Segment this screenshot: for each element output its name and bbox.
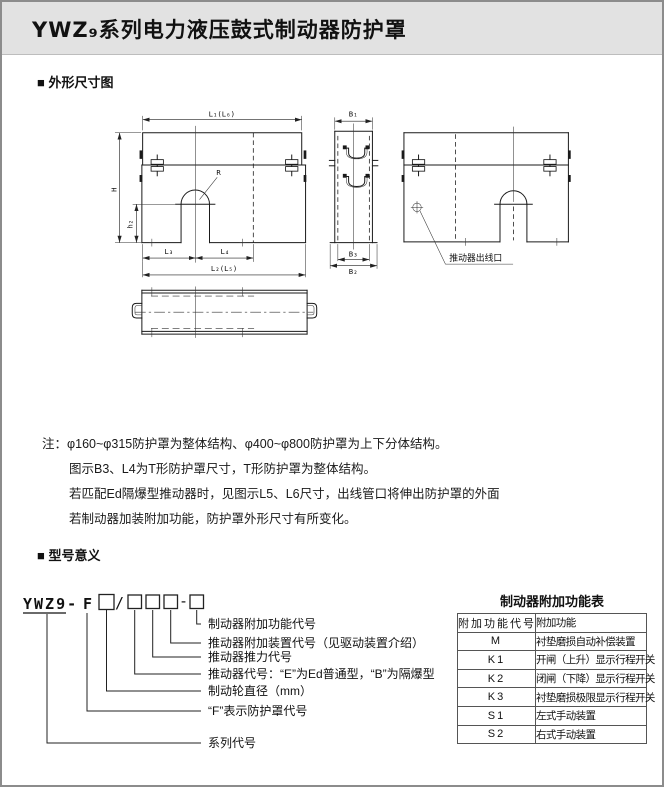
dim-label-h: H [110,187,119,191]
code-box [163,594,179,610]
model-label: 系列代号 [208,736,256,750]
function-table-title: 制动器附加功能表 [499,594,604,609]
table-row: S2 右式手动装置 [457,724,647,745]
code-cell: S1 [457,705,536,726]
table-row: K2 闭闸（下降）显示行程开关 [457,668,655,689]
note-line-text: 若制动器加装附加功能，防护罩外形尺寸有所变化。 [69,512,357,526]
code-cell: K2 [457,668,536,689]
table-row: M 衬垫磨损自动补偿装置 [457,631,647,652]
dim-label-b1: B₁ [349,110,358,119]
dim-label-r: R [216,168,221,177]
top-view [131,286,318,338]
model-code-diagram: YWZ9- F / - 制动器附加功能代号 推动器附加装置代号（见驱动装置介绍）… [23,592,435,750]
dim-label-b2: B₂ [349,267,358,276]
note-line-text: φ160~φ315防护罩为整体结构、φ400~φ800防护罩为上下分体结构。 [67,437,448,451]
table-header-row: 附加功能代号 附加功能 [457,613,647,633]
side-view: B₁ B₃ B₂ [328,110,379,276]
model-code-f: F [83,595,92,613]
model-code-prefix: YWZ9- [23,595,78,613]
function-cell: 右式手动装置 [535,724,647,745]
code-dash: - [179,592,188,610]
function-cell: 衬垫磨损自动补偿装置 [535,631,647,652]
outlet-label: 推动器出线口 [449,252,502,263]
dim-label-l1: L₁(L₆) [209,110,235,119]
code-cell: S2 [457,724,536,745]
dim-label-l2: L₂(L₅) [211,264,237,273]
table-row: K3 衬垫磨损极限显示行程开关 [457,687,655,707]
model-label: 推动器附加装置代号（见驱动装置介绍） [208,636,424,650]
function-cell: 衬垫磨损极限显示行程开关 [535,687,655,707]
rear-view: 推动器出线口 [401,126,571,265]
code-box [98,593,115,611]
code-box [189,594,205,610]
function-cell: 开闸（上升）显示行程开关 [535,650,655,670]
function-cell: 闭闸（下降）显示行程开关 [535,668,655,689]
model-label: 推动器代号：“E”为Ed普通型，“B”为隔爆型 [208,667,435,681]
model-label: “F”表示防护罩代号 [208,703,307,718]
note-line-text: 若匹配Ed隔爆型推动器时，见图示L5、L6尺寸，出线管口将伸出防护罩的外面 [69,487,500,501]
code-cell: K1 [457,650,536,670]
model-label: 推动器推力代号 [208,650,292,664]
header-code: 附加功能代号 [457,613,536,633]
table-row: S1 左式手动装置 [457,705,647,726]
front-view: L₁(L₆) R H [110,110,307,278]
section-heading-dimensions: ■ 外形尺寸图 [37,75,114,90]
function-cell: 左式手动装置 [535,705,647,726]
code-cell: M [457,631,536,652]
note-prefix: 注： [42,437,68,451]
title-bar: YWZ₉系列电力液压鼓式制动器防护罩 [2,2,662,55]
section-heading-model: ■ 型号意义 [37,548,101,563]
code-box [145,594,161,610]
note-line: 注：φ160~φ315防护罩为整体结构、φ400~φ800防护罩为上下分体结构。 [42,432,642,457]
notes-block: 注：φ160~φ315防护罩为整体结构、φ400~φ800防护罩为上下分体结构。… [42,432,642,532]
dim-label-h2: h₂ [126,220,135,229]
table-row: K1 开闸（上升）显示行程开关 [457,650,655,670]
model-label: 制动轮直径（mm） [208,684,312,698]
dim-label-l3: L₃ [164,247,173,256]
dimension-drawing: L₁(L₆) R H [110,110,571,338]
page-title: YWZ₉系列电力液压鼓式制动器防护罩 [32,18,407,42]
note-line-text: 图示B3、L4为T形防护罩尺寸，T形防护罩为整体结构。 [69,462,376,476]
code-box [127,594,143,610]
brake-function-table: 附加功能代号 附加功能 M 衬垫磨损自动补偿装置 K1 开闸（上升）显示行程开关… [457,613,655,745]
dim-label-l4: L₄ [220,247,229,256]
model-label: 制动器附加功能代号 [208,617,316,631]
header-function: 附加功能 [535,613,647,633]
dim-label-b3: B₃ [349,249,358,258]
code-cell: K3 [457,687,536,707]
code-slash: / [115,594,124,612]
